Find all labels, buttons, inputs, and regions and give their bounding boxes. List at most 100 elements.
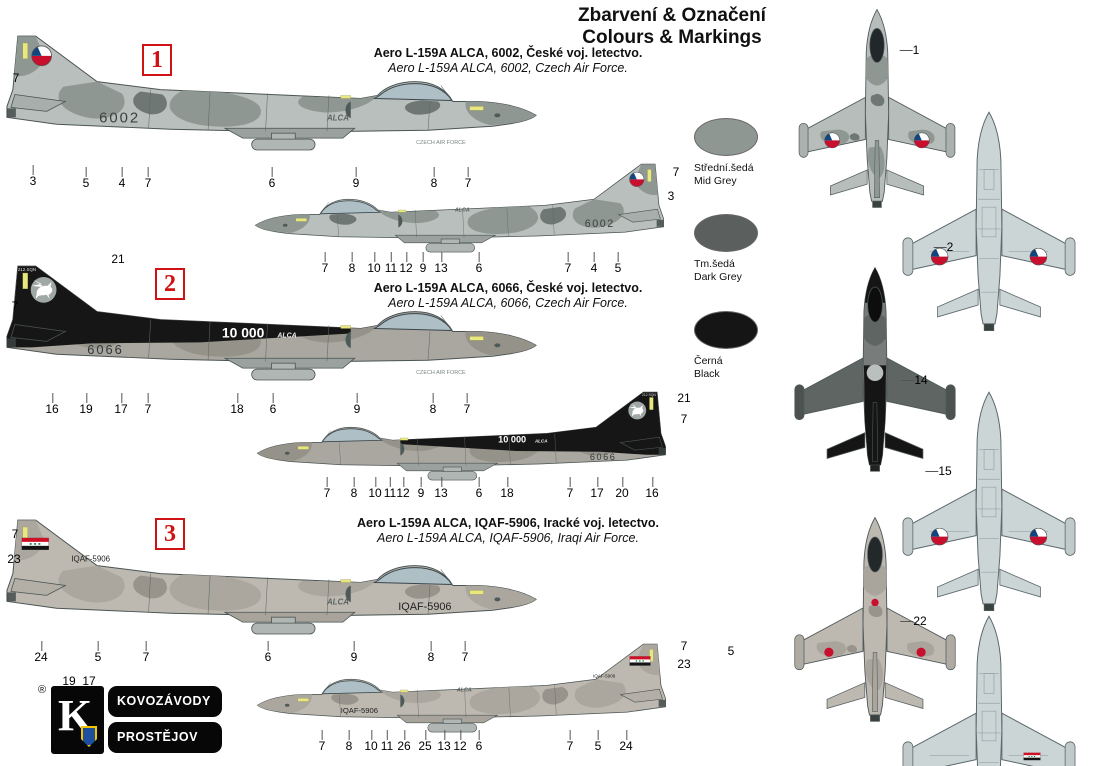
callout-number: 26 [397,730,411,753]
callout-number: 8 [429,393,437,416]
czech-roundel [31,45,53,67]
callout-number: 11 [384,252,398,275]
scheme-1-top-view [798,9,956,208]
callout-number: 12 [399,252,413,275]
callout-number: 7 [144,393,152,416]
callout-number: 19 [79,393,93,416]
callout-number: 22 [899,614,927,628]
scheme-3-number: 3 [155,518,185,550]
iraqi-flag [21,537,50,551]
callout-number: 5 [727,644,735,658]
czech-roundel [1029,247,1048,266]
scheme-1-caption: Aero L-159A ALCA, 6002, České voj. letec… [340,46,676,77]
callout-number: 9 [419,252,427,275]
iraqi-roundel [916,647,926,657]
color-name-cs: Černá [694,354,723,367]
callout-number: 8 [348,252,356,275]
callout-number: 7 [323,477,331,500]
scheme-1-profile-port: 6002 ALCA CZECH AIR FORCE [6,35,537,151]
aircraft-code: IQAF-5906 [71,555,110,564]
callout-number: 18 [230,393,244,416]
callout-number: 7 [680,639,688,653]
color-name-en: Black [694,367,720,380]
callout-number: 7 [564,252,572,275]
callout-number: 7 [11,299,19,313]
callout-number: 9 [353,393,361,416]
callout-number: 17 [82,674,96,688]
pegasus-artwork [628,401,647,420]
pegasus-artwork [30,276,57,303]
callout-number: 20 [615,477,629,500]
scheme-3-caption-cs: Aero L-159A ALCA, IQAF-5906, Iracké voj.… [357,516,659,530]
callout-number: 17 [590,477,604,500]
logo-k-emblem: K [51,686,104,754]
scheme-1-caption-cs: Aero L-159A ALCA, 6002, České voj. letec… [373,46,643,60]
callout-number: 7 [566,477,574,500]
scheme-3-profile-starboard: IQAF-5906 IQAF-5906 ALCA [257,643,666,733]
callout-number: 3 [667,189,675,203]
scheme-3-caption: Aero L-159A ALCA, IQAF-5906, Iracké voj.… [340,516,676,547]
scheme-1-caption-en: Aero L-159A ALCA, 6002, Czech Air Force. [388,61,628,76]
color-swatch-mid-grey: Střední.šedá Mid Grey [694,118,784,188]
scheme-2-top-view [794,267,956,472]
scheme-2-caption-cs: Aero L-159A ALCA, 6066, České voj. letec… [373,281,643,295]
aircraft-code-rear: IQAF-5906 [398,601,451,613]
scheme-2-profile-starboard: 212.SQN 10 000 ALCA 6066 [257,391,666,481]
squadron-text: 212.SQN [18,267,36,272]
stencil-text: CZECH AIR FORCE [416,140,466,146]
callout-number: 7 [11,527,19,541]
color-legend: Střední.šedá Mid Grey Tm.šedá Dark Grey … [694,118,784,407]
callout-number: 8 [427,641,435,664]
alca-logo: ALCA [454,208,470,214]
callout-number: 8 [430,167,438,190]
scheme-2-number: 2 [155,268,185,300]
callout-number: 11 [383,477,397,500]
scheme-2-caption-en: Aero L-159A ALCA, 6066, Czech Air Force. [388,296,628,311]
aircraft-code: 6002 [585,218,615,230]
callout-number: 21 [677,391,691,405]
callout-number: 8 [345,730,353,753]
color-oval [694,310,758,349]
scheme-1-bottom-view [902,111,1076,332]
callout-number: 10 [364,730,378,753]
czech-roundel [629,171,645,188]
color-name-cs: Střední.šedá [694,162,754,174]
scheme-3-top-view [794,517,956,722]
scheme-2-bottom-view [902,391,1076,612]
czech-roundel [824,132,841,149]
callout-number: 16 [45,393,59,416]
iraqi-roundel [824,647,834,657]
aircraft-code: IQAF-5906 [341,706,378,715]
brand-line-2: PROSTĚJOV [108,722,222,753]
page-title: Zbarvení & Označení Colours & Markings [462,5,882,49]
callout-number: 23 [677,657,691,671]
callout-number: 21 [111,252,125,266]
page-title-cs: Zbarvení & Označení [578,5,766,26]
iraqi-roundel [871,598,879,607]
callout-number: 6 [269,393,277,416]
callout-number: 9 [352,167,360,190]
scheme-2-profile-port: 212.SQN 10 000 ALCA 6066 CZECH AIR FORCE [6,265,537,381]
callout-number: 1 [900,43,920,57]
callout-number: 4 [590,252,598,275]
callout-number: 24 [34,641,48,664]
callout-number: 7 [464,167,472,190]
scheme-3-bottom-view [902,615,1076,766]
color-oval [694,214,758,253]
special-marking: 10 000 [222,324,265,340]
logo-shield-icon [81,726,97,747]
callout-number: 8 [350,477,358,500]
callout-number: 10 [368,477,382,500]
color-name-en: Mid Grey [694,175,737,188]
czech-roundel [930,247,949,266]
special-marking: 10 000 [498,435,526,445]
callout-number: 2 [934,240,954,254]
aircraft-code-tail: IQAF-5906 [593,674,616,679]
brand-logo: ® K KOVOZÁVODY PROSTĚJOV [38,684,222,760]
callout-number: 13 [434,252,448,275]
alca-logo: ALCA [456,688,472,694]
squadron-text: 212.SQN [642,393,657,397]
callout-number: 6 [264,641,272,664]
callout-number: 7 [680,412,688,426]
iraqi-flag [629,656,651,666]
